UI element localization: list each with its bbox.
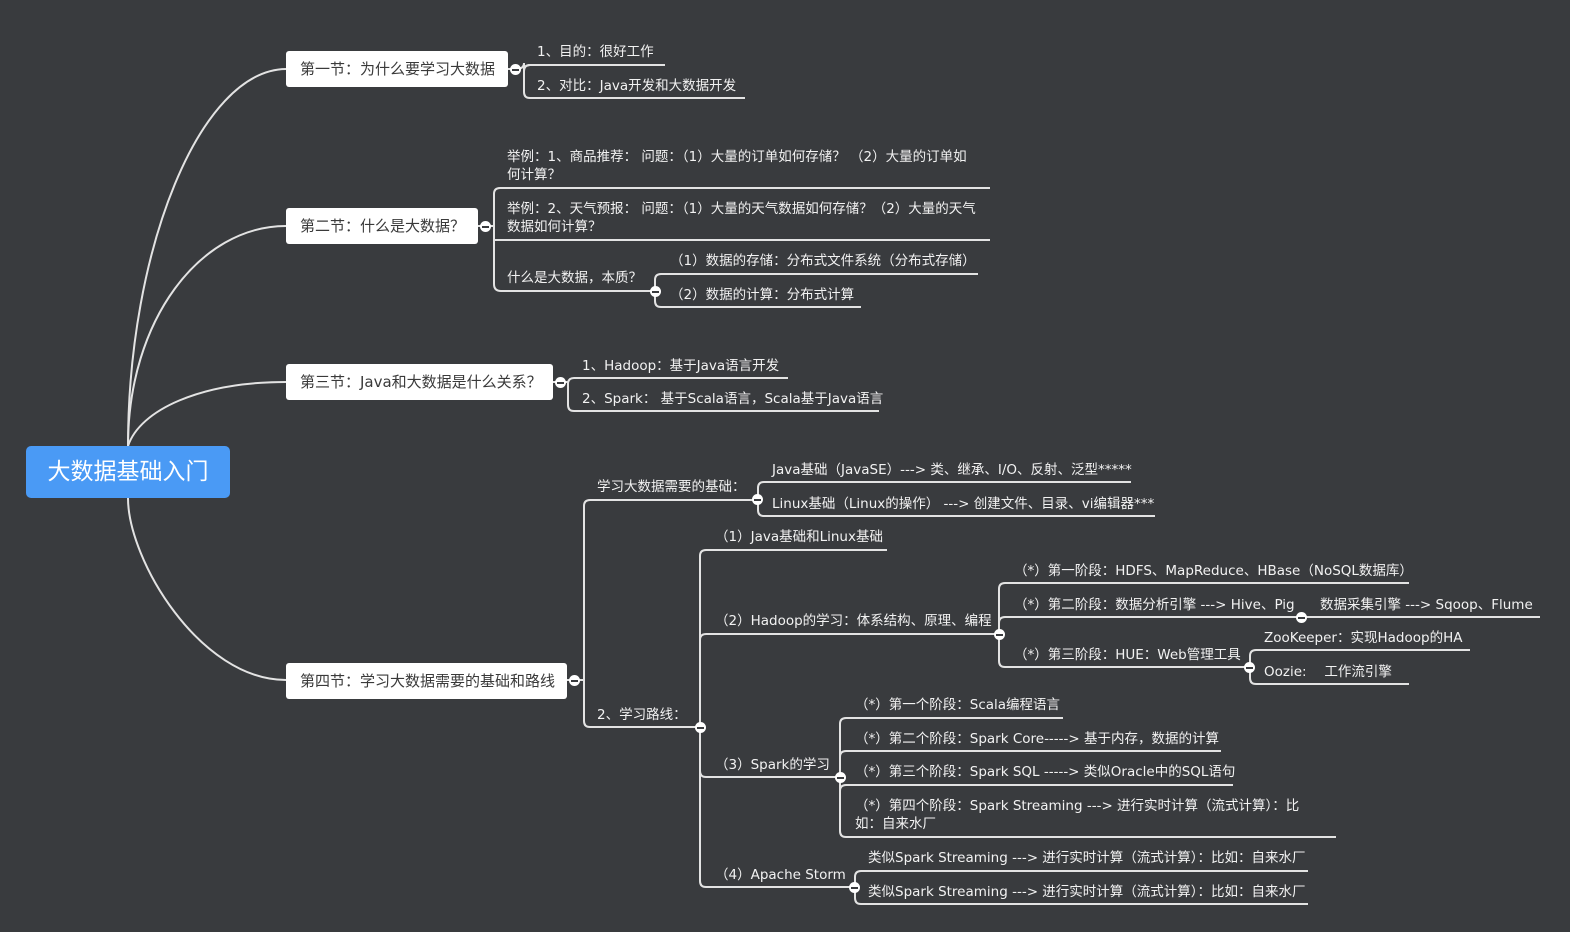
hadoop-stage-2-collapse-icon[interactable] xyxy=(1296,612,1307,623)
section-1-item-2[interactable]: 2、对比：Java开发和大数据开发 xyxy=(537,78,737,94)
storm-collapse-icon[interactable] xyxy=(849,882,860,893)
route-collapse-icon[interactable] xyxy=(695,722,706,733)
spark-stage-3[interactable]: （*）第三个阶段：Spark SQL -----> 类似Oracle中的SQL语… xyxy=(855,764,1236,780)
route-hadoop[interactable]: （2）Hadoop的学习：体系结构、原理、编程 xyxy=(715,613,992,629)
route-spark[interactable]: （3）Spark的学习 xyxy=(715,757,830,773)
section-2-example-1[interactable]: 举例：1、商品推荐： 问题：（1）大量的订单如何存储？ （2）大量的订单如何计算… xyxy=(507,149,967,183)
section-4-collapse-icon[interactable] xyxy=(569,675,580,686)
route-java-linux[interactable]: （1）Java基础和Linux基础 xyxy=(715,529,883,545)
section-2-collapse-icon[interactable] xyxy=(480,221,491,232)
hadoop-stage-3-collapse-icon[interactable] xyxy=(1244,662,1255,673)
hadoop-data-collection[interactable]: 数据采集引擎 ---> Sqoop、Flume xyxy=(1320,597,1533,613)
spark-stage-1[interactable]: （*）第一个阶段：Scala编程语言 xyxy=(855,697,1061,713)
essence-item-2[interactable]: （2）数据的计算：分布式计算 xyxy=(670,287,855,303)
basics-topic[interactable]: 学习大数据需要的基础： xyxy=(597,479,746,495)
hadoop-collapse-icon[interactable] xyxy=(994,629,1005,640)
root-topic[interactable]: 大数据基础入门 xyxy=(26,446,230,498)
spark-stage-4[interactable]: （*）第四个阶段：Spark Streaming ---> 进行实时计算（流式计… xyxy=(855,798,1300,832)
section-1-collapse-icon[interactable] xyxy=(510,64,521,75)
route-topic[interactable]: 2、学习路线： xyxy=(597,707,687,723)
section-2-topic[interactable]: 第二节：什么是大数据？ xyxy=(286,208,478,244)
section-4-topic[interactable]: 第四节：学习大数据需要的基础和路线 xyxy=(286,663,567,699)
essence-collapse-icon[interactable] xyxy=(650,286,661,297)
section-2-essence-topic[interactable]: 什么是大数据，本质？ xyxy=(507,270,642,286)
section-3-item-1[interactable]: 1、Hadoop：基于Java语言开发 xyxy=(582,358,780,374)
section-3-collapse-icon[interactable] xyxy=(555,377,566,388)
hadoop-stage-1[interactable]: （*）第一阶段：HDFS、MapReduce、HBase（NoSQL数据库） xyxy=(1014,563,1413,579)
hadoop-zookeeper[interactable]: ZooKeeper：实现Hadoop的HA xyxy=(1264,630,1463,646)
spark-stage-2[interactable]: （*）第二个阶段：Spark Core-----> 基于内存，数据的计算 xyxy=(855,731,1220,747)
hadoop-stage-3[interactable]: （*）第三阶段：HUE：Web管理工具 xyxy=(1014,647,1241,663)
section-2-example-2[interactable]: 举例：2、天气预报： 问题：（1）大量的天气数据如何存储？（2）大量的天气数据如… xyxy=(507,201,976,235)
route-storm[interactable]: （4）Apache Storm xyxy=(715,867,846,883)
spark-collapse-icon[interactable] xyxy=(835,772,846,783)
storm-item-1[interactable]: 类似Spark Streaming ---> 进行实时计算（流式计算）：比如：自… xyxy=(868,850,1306,866)
hadoop-oozie[interactable]: Oozie: 工作流引擎 xyxy=(1264,664,1392,680)
section-3-item-2[interactable]: 2、Spark： 基于Scala语言，Scala基于Java语言 xyxy=(582,391,884,407)
section-3-topic[interactable]: 第三节：Java和大数据是什么关系？ xyxy=(286,364,553,400)
basics-collapse-icon[interactable] xyxy=(752,494,763,505)
essence-item-1[interactable]: （1）数据的存储：分布式文件系统（分布式存储） xyxy=(670,253,976,269)
hadoop-stage-2[interactable]: （*）第二阶段：数据分析引擎 ---> Hive、Pig xyxy=(1014,597,1295,613)
basics-item-java[interactable]: Java基础（JavaSE）---> 类、继承、I/O、反射、泛型***** xyxy=(772,462,1132,478)
storm-item-2[interactable]: 类似Spark Streaming ---> 进行实时计算（流式计算）：比如：自… xyxy=(868,884,1306,900)
section-1-topic[interactable]: 第一节：为什么要学习大数据 xyxy=(286,51,508,87)
basics-item-linux[interactable]: Linux基础（Linux的操作） ---> 创建文件、目录、vi编辑器*** xyxy=(772,496,1155,512)
section-1-item-1[interactable]: 1、目的：很好工作 xyxy=(537,44,654,60)
